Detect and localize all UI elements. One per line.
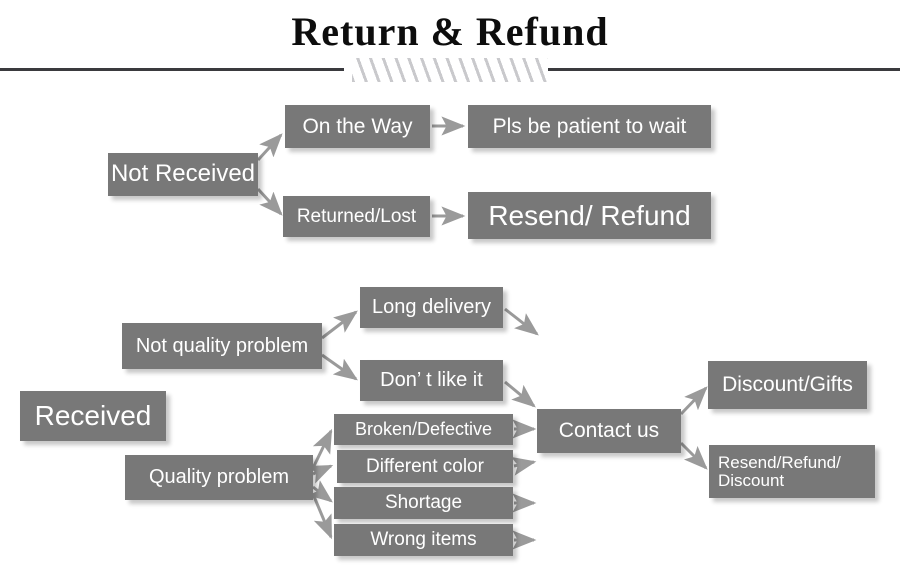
divider-line-left [0, 68, 344, 71]
node-long-delivery[interactable]: Long delivery [360, 287, 503, 328]
node-not-received-label: Not Received [110, 160, 256, 188]
node-quality-problem-label: Quality problem [148, 466, 290, 489]
node-not-quality-problem-label: Not quality problem [135, 334, 309, 357]
node-resend-refund-label: Resend/ Refund [488, 199, 691, 231]
edge-contact-us-to-resend-refund-discount [679, 441, 708, 470]
node-broken-defective[interactable]: Broken/Defective [334, 414, 513, 445]
edge-long-delivery-to-contact-us [504, 307, 539, 336]
node-resend-refund[interactable]: Resend/ Refund [468, 192, 711, 239]
node-on-the-way-label: On the Way [302, 114, 413, 138]
edge-contact-us-to-discount-gifts [679, 386, 708, 416]
node-received-label: Received [34, 400, 152, 432]
node-broken-defective-label: Broken/Defective [354, 419, 493, 440]
node-different-color[interactable]: Different color [337, 450, 513, 483]
node-discount-gifts-label: Discount/Gifts [722, 373, 853, 397]
page-header: Return & Refund [0, 0, 900, 92]
node-on-the-way[interactable]: On the Way [285, 105, 430, 148]
node-pls-be-patient-to-wait-label: Pls be patient to wait [492, 114, 687, 138]
node-contact-us-label: Contact us [558, 419, 660, 443]
node-wrong-items-label: Wrong items [370, 529, 477, 551]
node-shortage-label: Shortage [384, 492, 463, 514]
node-not-received[interactable]: Not Received [108, 153, 258, 196]
page-title: Return & Refund [291, 9, 609, 54]
node-quality-problem[interactable]: Quality problem [125, 455, 313, 500]
node-returned-lost-label: Returned/Lost [296, 205, 417, 227]
node-resend-refund-discount[interactable]: Resend/Refund/ Discount [709, 445, 875, 498]
edge-not-quality-to-long-delivery [321, 310, 358, 340]
node-long-delivery-label: Long delivery [372, 296, 491, 319]
node-contact-us[interactable]: Contact us [537, 409, 681, 453]
node-received[interactable]: Received [20, 391, 166, 441]
diagonal-hatch-divider-icon [352, 58, 548, 82]
node-not-quality-problem[interactable]: Not quality problem [122, 323, 322, 369]
edge-dont-like-it-to-contact-us [504, 380, 536, 408]
node-dont-like-it-label: Don’ t like it [380, 369, 483, 392]
edge-quality-to-different-color [307, 464, 334, 484]
node-shortage[interactable]: Shortage [334, 487, 513, 519]
edge-not-quality-to-dont-like-it [321, 353, 358, 381]
node-resend-refund-discount-line2: Discount [718, 470, 785, 490]
node-different-color-label: Different color [366, 455, 484, 477]
edge-quality-to-shortage [308, 480, 333, 503]
node-pls-be-patient-to-wait[interactable]: Pls be patient to wait [468, 105, 711, 148]
node-resend-refund-discount-line1: Resend/Refund/ [718, 452, 841, 472]
node-discount-gifts[interactable]: Discount/Gifts [708, 361, 867, 409]
edge-quality-to-wrong-items [311, 493, 333, 540]
node-returned-lost[interactable]: Returned/Lost [283, 196, 430, 237]
edge-quality-to-broken-defective [311, 428, 333, 469]
divider-line-right [548, 68, 900, 71]
edge-not-received-to-on-the-way [256, 133, 283, 162]
node-wrong-items[interactable]: Wrong items [334, 524, 513, 556]
edge-different-color-to-contact-us [510, 456, 537, 476]
edge-not-received-to-returned-lost [256, 187, 283, 216]
node-dont-like-it[interactable]: Don’ t like it [360, 360, 503, 401]
